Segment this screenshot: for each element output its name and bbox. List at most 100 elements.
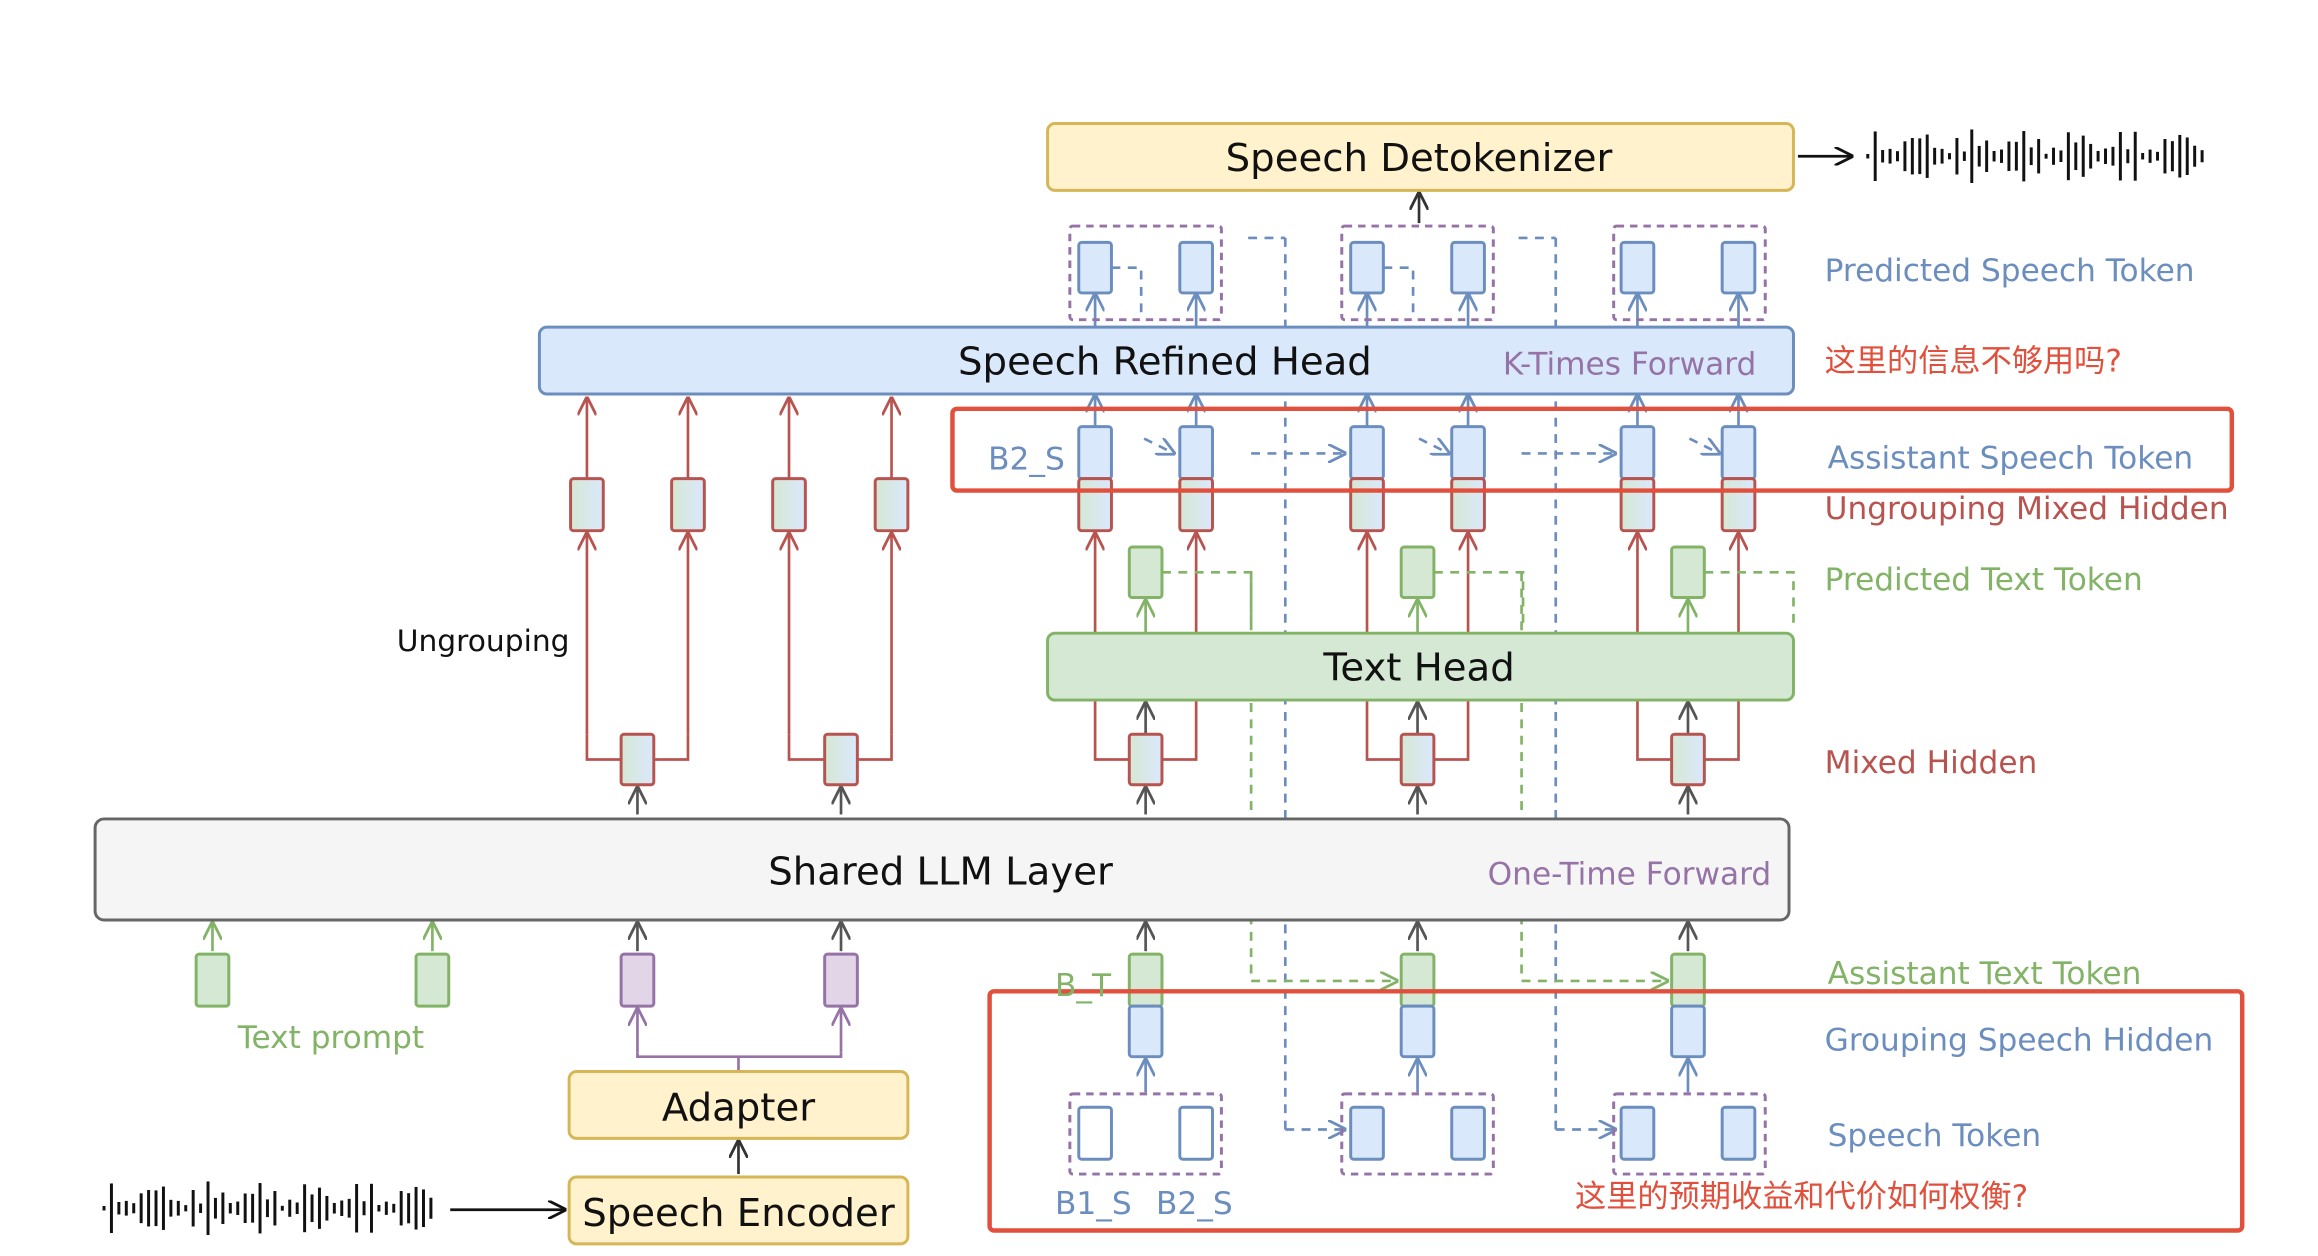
ungroup-link bbox=[787, 734, 825, 761]
ungroup-link bbox=[1433, 700, 1470, 761]
grouping-speech-hidden-token bbox=[1670, 1004, 1706, 1059]
dashed-arrow bbox=[1143, 437, 1174, 454]
highlight-box-grouping bbox=[987, 989, 2245, 1233]
label-grouping-speech-hidden: Grouping Speech Hidden bbox=[1825, 1023, 2214, 1059]
label-text-prompt: Text prompt bbox=[237, 1020, 424, 1056]
assistant-text-token bbox=[1399, 952, 1436, 1008]
assistant-speech-token bbox=[1077, 425, 1113, 481]
dashed-link bbox=[1111, 266, 1143, 313]
dashed-link bbox=[1161, 570, 1253, 625]
predicted-speech-group bbox=[1612, 224, 1767, 322]
predicted-speech-token bbox=[1349, 240, 1385, 295]
assistant-text-token bbox=[1670, 952, 1706, 1008]
label-b1-s: B1_S bbox=[1055, 1186, 1132, 1222]
ungrouping-mixed-hidden-token bbox=[1720, 477, 1757, 533]
speech-token bbox=[1619, 1105, 1656, 1161]
speech-detokenizer-box bbox=[1046, 122, 1795, 192]
speech-encoder-label: Speech Encoder bbox=[582, 1191, 895, 1236]
ungrouping-mixed-hidden-token bbox=[1349, 477, 1385, 533]
speech-encoder-box bbox=[567, 1175, 910, 1246]
adapter-output-token bbox=[823, 952, 859, 1008]
predicted-speech-token bbox=[1450, 240, 1486, 295]
label-b-t: B_T bbox=[1055, 968, 1112, 1004]
highlight-box-assistant-speech bbox=[950, 406, 2235, 493]
assistant-speech-token bbox=[1178, 425, 1214, 481]
ungroup-link bbox=[1365, 700, 1402, 761]
speech-token bbox=[1077, 1105, 1113, 1161]
ungrouped-hidden-token bbox=[569, 477, 605, 533]
speech-token bbox=[1349, 1105, 1385, 1161]
predicted-speech-token bbox=[1720, 240, 1757, 295]
text-prompt-token bbox=[414, 952, 451, 1008]
k-times-forward-label: K-Times Forward bbox=[1503, 347, 1756, 383]
ungroup-link bbox=[653, 734, 690, 761]
ungrouping-mixed-hidden-token bbox=[1077, 477, 1113, 533]
dashed-link bbox=[1433, 570, 1525, 625]
one-time-forward-label: One-Time Forward bbox=[1488, 856, 1772, 892]
adapter-label: Adapter bbox=[662, 1086, 815, 1131]
ungroup-link bbox=[1636, 700, 1672, 761]
adapter-branch bbox=[636, 1052, 843, 1059]
waveforms bbox=[102, 129, 2204, 1236]
predicted-speech-token bbox=[1178, 240, 1214, 295]
predicted-speech-token bbox=[1619, 240, 1656, 295]
adapter-box bbox=[567, 1070, 910, 1140]
text-head-box bbox=[1046, 631, 1795, 702]
label-ungrouping: Ungrouping bbox=[397, 624, 570, 659]
ungrouping-mixed-hidden-token bbox=[1619, 477, 1656, 533]
speech-refined-head-box bbox=[537, 325, 1795, 396]
label-predicted-text-token: Predicted Text Token bbox=[1825, 562, 2143, 598]
grouping-speech-hidden-token bbox=[1399, 1004, 1436, 1059]
label-b2-s-top: B2_S bbox=[988, 442, 1065, 478]
dashed-link bbox=[1704, 570, 1795, 625]
label-b2-s: B2_S bbox=[1156, 1186, 1233, 1222]
label-mixed-hidden: Mixed Hidden bbox=[1825, 745, 2038, 781]
speech-token-group bbox=[1068, 1092, 1223, 1176]
speech-detokenizer-label: Speech Detokenizer bbox=[1226, 136, 1613, 181]
speech-token-group bbox=[1612, 1092, 1767, 1176]
assistant-speech-token bbox=[1349, 425, 1385, 481]
predicted-text-token bbox=[1399, 545, 1436, 600]
assistant-speech-token bbox=[1720, 425, 1757, 481]
mixed-hidden-token bbox=[823, 732, 859, 787]
ungroup-link bbox=[1704, 700, 1740, 761]
text-head-label: Text Head bbox=[1322, 646, 1514, 691]
ungrouping-mixed-hidden-token bbox=[1178, 477, 1214, 533]
text-prompt-token bbox=[194, 952, 231, 1008]
label-assistant-text-token: Assistant Text Token bbox=[1828, 956, 2142, 992]
predicted-speech-group bbox=[1068, 224, 1223, 322]
shared-llm-layer-label: Shared LLM Layer bbox=[768, 849, 1113, 894]
label-speech-token: Speech Token bbox=[1828, 1118, 2042, 1154]
ungroup-link bbox=[585, 734, 622, 761]
mixed-hidden-token bbox=[1127, 732, 1164, 787]
predicted-speech-token bbox=[1077, 240, 1113, 295]
speech-token bbox=[1450, 1105, 1486, 1161]
assistant-text-token bbox=[1127, 952, 1164, 1008]
predicted-text-token bbox=[1127, 545, 1164, 600]
label-ungrouping-mixed-hidden: Ungrouping Mixed Hidden bbox=[1825, 491, 2229, 527]
ungrouping-mixed-hidden-token bbox=[1450, 477, 1486, 533]
speech-token-group bbox=[1340, 1092, 1495, 1176]
shared-llm-layer-box bbox=[93, 817, 1791, 922]
dashed-arrow bbox=[1418, 437, 1449, 454]
grouping-speech-hidden-token bbox=[1127, 1004, 1164, 1059]
label-question-1: 这里的信息不够用吗? bbox=[1825, 344, 2122, 380]
label-predicted-speech-token: Predicted Speech Token bbox=[1825, 253, 2195, 289]
dashed-arrow bbox=[1688, 437, 1719, 454]
mixed-hidden-token bbox=[1670, 732, 1706, 787]
assistant-speech-token bbox=[1619, 425, 1656, 481]
ungrouped-hidden-token bbox=[771, 477, 807, 533]
ungrouped-hidden-token bbox=[670, 477, 706, 533]
predicted-speech-group bbox=[1340, 224, 1495, 322]
speech-refined-head-label: Speech Refined Head bbox=[958, 340, 1372, 385]
mixed-hidden-token bbox=[1399, 732, 1436, 787]
ungroup-link bbox=[1161, 700, 1198, 761]
speech-token bbox=[1720, 1105, 1757, 1161]
label-assistant-speech-token: Assistant Speech Token bbox=[1828, 440, 2194, 476]
mixed-hidden-token bbox=[619, 732, 656, 787]
dashed-link bbox=[1383, 266, 1415, 313]
ungroup-link bbox=[1093, 700, 1130, 761]
label-question-2: 这里的预期收益和代价如何权衡? bbox=[1575, 1179, 2028, 1215]
speech-token bbox=[1178, 1105, 1214, 1161]
